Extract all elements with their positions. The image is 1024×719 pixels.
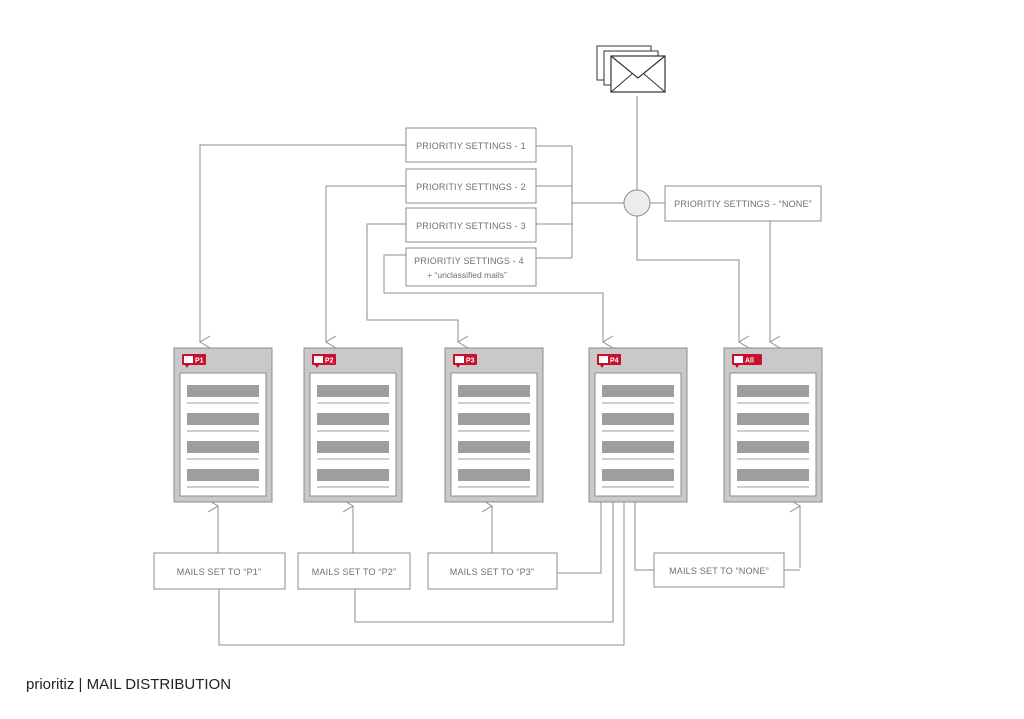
inbox-group: P1 P2 P3 P4 All xyxy=(173,347,823,503)
page-caption: prioritiz | MAIL DISTRIBUTION xyxy=(26,676,231,693)
priority-setting-box-3: PRIORITIY SETTINGS - 3 xyxy=(405,207,537,243)
mail-row xyxy=(187,385,259,397)
priority-tag-icon: P3 xyxy=(453,354,477,368)
mail-row xyxy=(602,413,674,425)
inbox-p4: P4 xyxy=(588,347,688,503)
mail-sets-group: MAILS SET TO “P1” MAILS SET TO “P2” MAIL… xyxy=(153,552,785,590)
priority-tag-icon: P4 xyxy=(597,354,621,368)
priority-tag-label: P3 xyxy=(466,358,475,365)
priority-tag-icon: All xyxy=(732,354,762,368)
brand-name: prioritiz xyxy=(26,676,75,693)
priority-tag-label: P1 xyxy=(195,358,204,365)
mail-row xyxy=(458,385,530,397)
mail-set-label: MAILS SET TO “P2” xyxy=(312,567,396,577)
mail-row xyxy=(187,469,259,481)
router-node xyxy=(623,189,651,217)
mail-row xyxy=(317,385,389,397)
mail-row xyxy=(737,385,809,397)
caption-title: MAIL DISTRIBUTION xyxy=(86,676,232,693)
priority-tag-icon: P1 xyxy=(182,354,206,368)
inbox-p2: P2 xyxy=(303,347,403,503)
mail-set-label: MAILS SET TO “P1” xyxy=(177,567,261,577)
mail-row xyxy=(187,441,259,453)
mail-set-label: MAILS SET TO “NONE” xyxy=(669,566,769,576)
priority-setting-box-1: PRIORITIY SETTINGS - 1 xyxy=(405,127,537,163)
connector-lines xyxy=(199,96,801,646)
priority-setting-label: PRIORITIY SETTINGS - 1 xyxy=(416,141,526,151)
inbox-all: All xyxy=(723,347,823,503)
caption-separator: | xyxy=(78,676,83,693)
mail-row xyxy=(317,469,389,481)
inbox-p3: P3 xyxy=(444,347,544,503)
mail-row xyxy=(602,385,674,397)
priority-tag-label: All xyxy=(745,358,754,365)
priority-tag-icon: P2 xyxy=(312,354,336,368)
mail-row xyxy=(737,413,809,425)
mail-set-box-none: MAILS SET TO “NONE” xyxy=(653,552,785,588)
priority-setting-label: PRIORITIY SETTINGS - 4 xyxy=(414,256,524,266)
priority-tag-label: P2 xyxy=(325,358,334,365)
priority-settings-group: PRIORITIY SETTINGS - 1 PRIORITIY SETTING… xyxy=(405,127,822,287)
priority-setting-box-4: PRIORITIY SETTINGS - 4 + “unclassified m… xyxy=(405,247,537,287)
mail-row xyxy=(458,441,530,453)
priority-setting-none-box: PRIORITIY SETTINGS - “NONE” xyxy=(664,185,822,222)
mail-set-label: MAILS SET TO “P3” xyxy=(450,567,534,577)
mail-set-box-p1: MAILS SET TO “P1” xyxy=(153,552,286,590)
mail-row xyxy=(737,441,809,453)
priority-setting-label: PRIORITIY SETTINGS - 2 xyxy=(416,182,526,192)
mail-stack-icon xyxy=(596,45,666,93)
mail-set-box-p2: MAILS SET TO “P2” xyxy=(297,552,411,590)
priority-tag-label: P4 xyxy=(610,358,619,365)
priority-setting-sublabel: + “unclassified mails” xyxy=(427,270,507,280)
priority-setting-label: PRIORITIY SETTINGS - 3 xyxy=(416,221,526,231)
inbox-p1: P1 xyxy=(173,347,273,503)
mail-row xyxy=(602,441,674,453)
mail-row xyxy=(458,469,530,481)
mail-row xyxy=(737,469,809,481)
mail-set-box-p3: MAILS SET TO “P3” xyxy=(427,552,558,590)
mail-row xyxy=(187,413,259,425)
mail-row xyxy=(317,413,389,425)
priority-none-label: PRIORITIY SETTINGS - “NONE” xyxy=(674,199,812,209)
mail-row xyxy=(602,469,674,481)
priority-setting-box-2: PRIORITIY SETTINGS - 2 xyxy=(405,168,537,204)
mail-row xyxy=(458,413,530,425)
mail-row xyxy=(317,441,389,453)
